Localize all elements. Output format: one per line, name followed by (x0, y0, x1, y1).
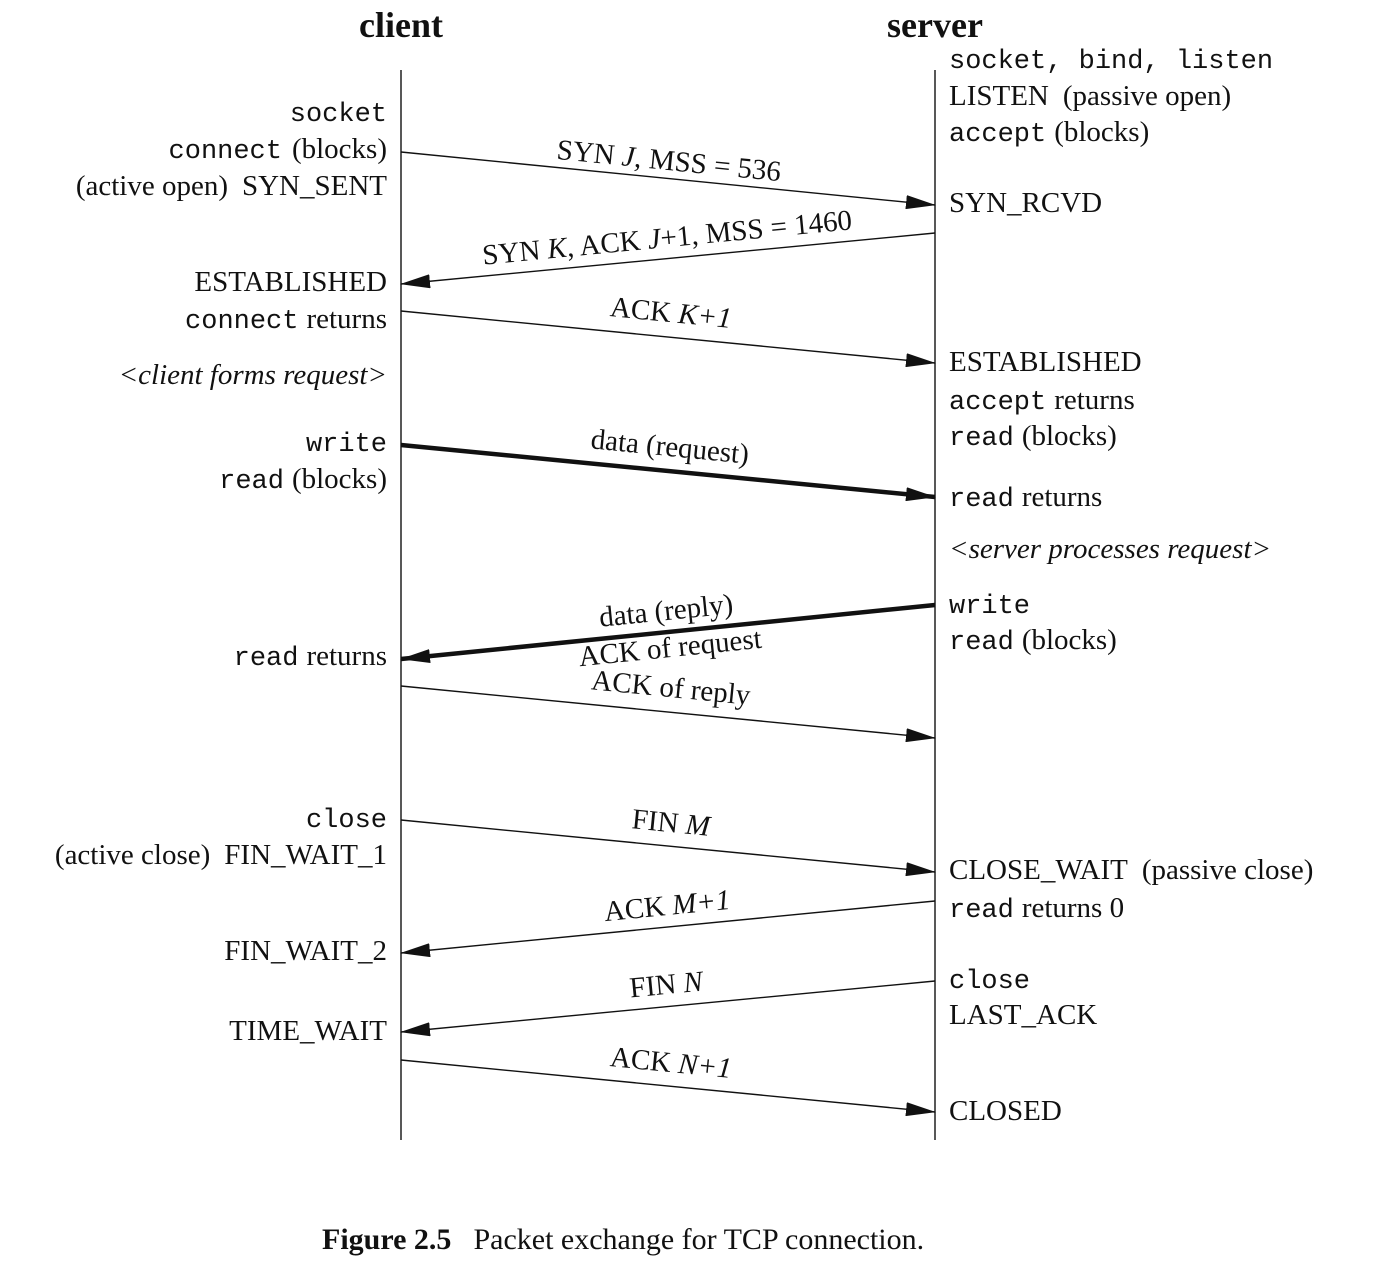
server-closed-state: CLOSED (949, 1095, 1062, 1127)
data-reply-arrow (400, 602, 936, 664)
server-socket-bind-listen: socket, bind, listen (949, 47, 1273, 77)
ack-k1-arrow (400, 310, 936, 368)
client-column-header: client (359, 5, 443, 45)
client-forms-request-note: <client forms request> (119, 359, 387, 391)
ack-n1-label: ACK N+1 (609, 1041, 733, 1085)
ack-m1-label: ACK M+1 (603, 884, 732, 928)
ack-of-reply-arrow (400, 685, 936, 743)
server-write-call: write (949, 592, 1030, 622)
client-fin-wait-1-state: (active close)FIN_WAIT_1 (55, 839, 387, 871)
syn-j-label: SYN J, MSS = 536 (555, 134, 782, 188)
client-syn-sent-state: (active open)SYN_SENT (76, 170, 387, 202)
ack-of-reply-label: ACK of reply (590, 664, 752, 711)
server-close-call: close (949, 967, 1030, 997)
ack-m1-arrow (400, 900, 936, 958)
ack-n1-arrow (400, 1059, 936, 1117)
syn-j-arrow (400, 151, 936, 210)
syn-k-arrow (400, 232, 936, 289)
data-request-arrow (400, 442, 936, 502)
server-read-blocks: read(blocks) (949, 420, 1117, 454)
fin-n-arrow (400, 980, 936, 1037)
server-last-ack-state: LAST_ACK (949, 999, 1097, 1031)
server-processes-request-note: <server processes request> (949, 533, 1271, 565)
client-established-state: ESTABLISHED (194, 266, 387, 298)
server-accept-blocks: accept(blocks) (949, 116, 1149, 150)
ack-k1-label: ACK K+1 (609, 291, 733, 335)
fin-n-label: FIN N (628, 965, 706, 1004)
client-socket-call: socket (290, 100, 387, 130)
fin-m-arrow (400, 819, 936, 877)
client-fin-wait-2-state: FIN_WAIT_2 (224, 935, 387, 967)
client-time-wait-state: TIME_WAIT (229, 1015, 387, 1047)
fin-m-label: FIN M (630, 803, 713, 843)
server-established-state: ESTABLISHED (949, 346, 1142, 378)
server-close-wait-state: CLOSE_WAIT(passive close) (949, 854, 1313, 886)
server-read-blocks-2: read(blocks) (949, 624, 1117, 658)
client-connect-blocks: connect(blocks) (169, 133, 387, 167)
syn-k-label: SYN K, ACK J+1, MSS = 1460 (481, 204, 853, 271)
server-listen-state: LISTEN(passive open) (949, 80, 1231, 112)
server-syn-rcvd-state: SYN_RCVD (949, 187, 1102, 219)
client-write-call: write (306, 430, 387, 460)
client-read-blocks: read(blocks) (219, 463, 387, 497)
server-column-header: server (887, 5, 983, 45)
client-close-call: close (306, 806, 387, 836)
